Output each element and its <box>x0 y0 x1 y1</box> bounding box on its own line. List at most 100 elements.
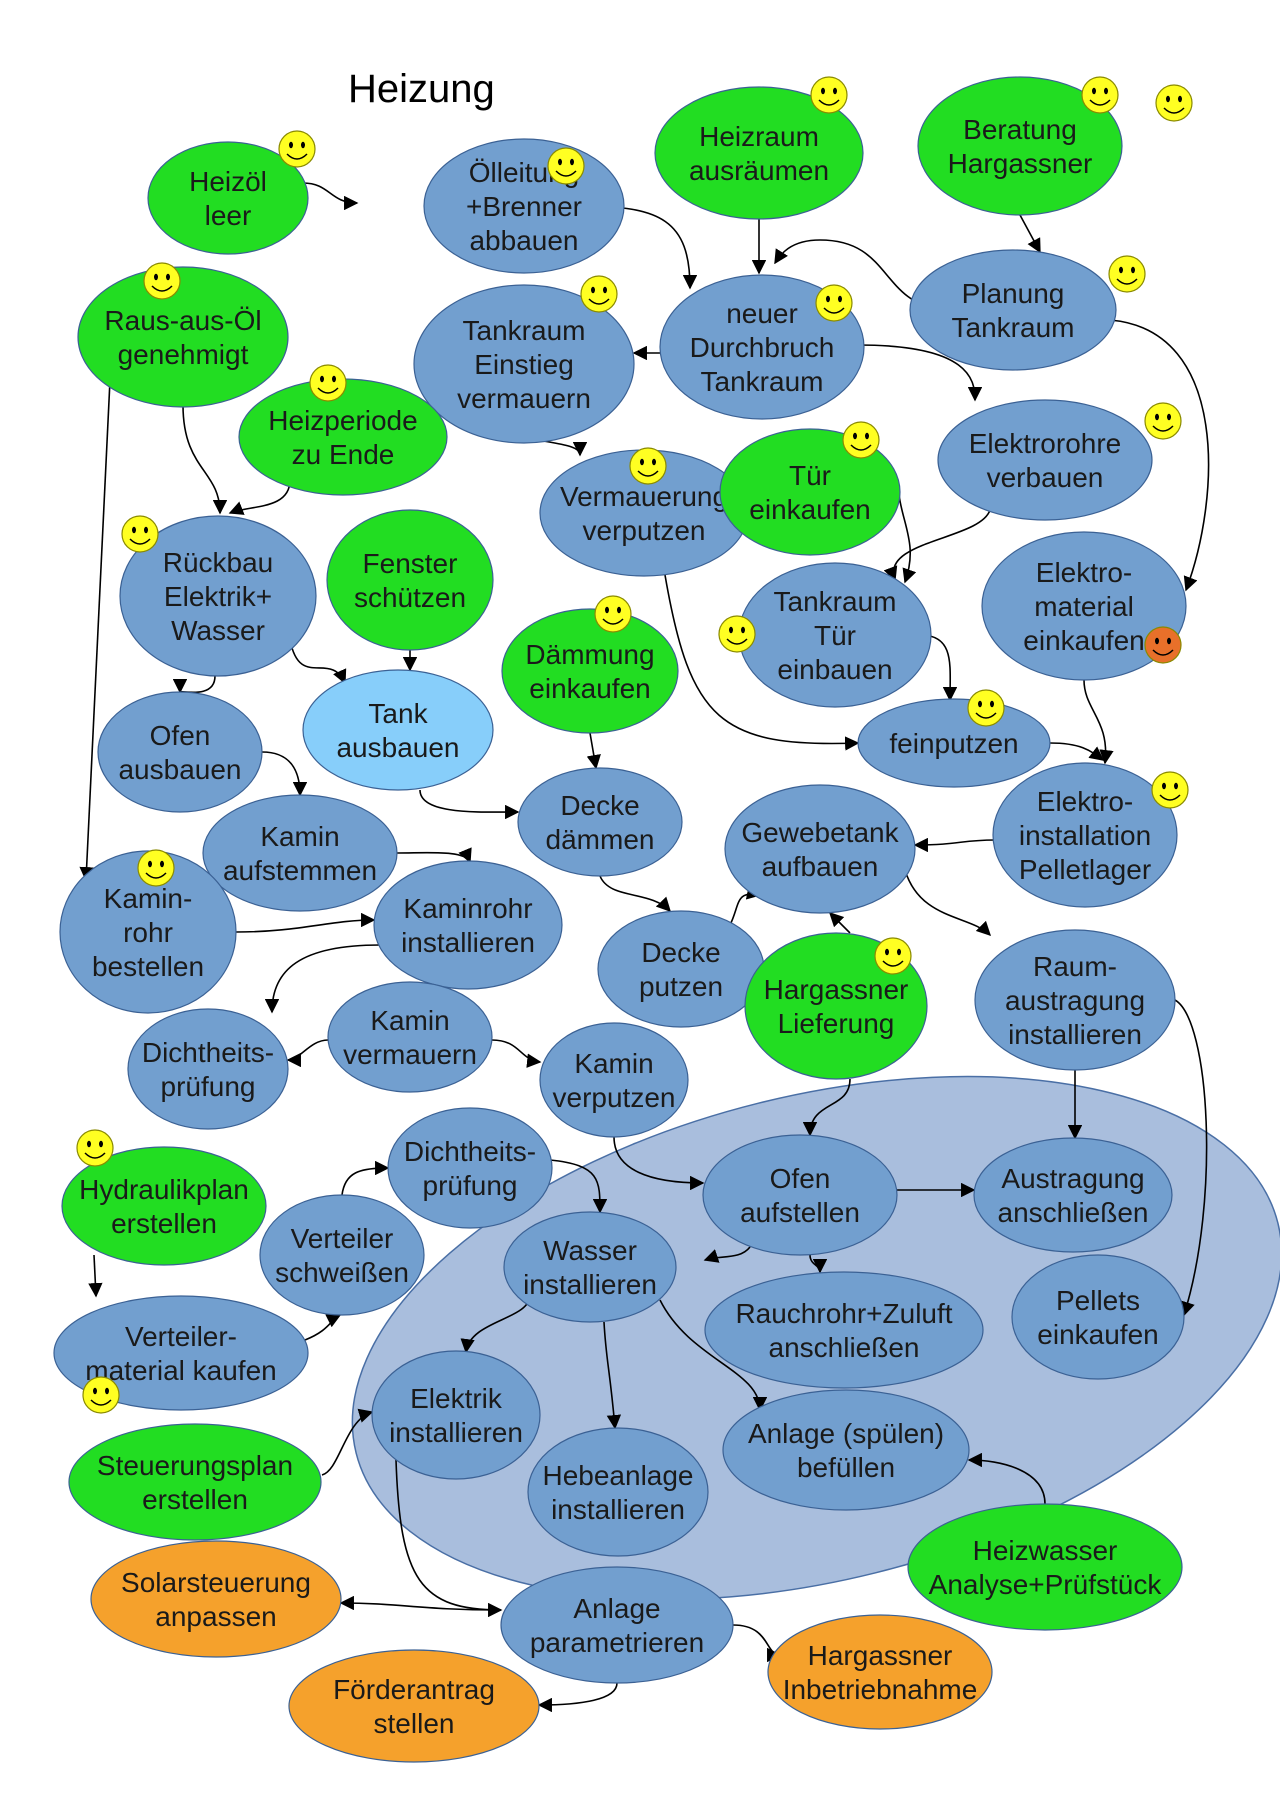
node-ellipse <box>973 1137 1173 1253</box>
node-ellipse <box>767 1614 993 1730</box>
node-label: Raus-aus-Öl <box>104 305 261 336</box>
edge-verteilermaterial-to-verteiler_schweissen <box>304 1314 342 1341</box>
node-ellipse <box>373 860 563 990</box>
edge-vermauerung_verputzen-to-feinputzen <box>664 574 860 751</box>
node-label: Planung <box>962 278 1065 309</box>
edge-heizperiode-to-rueckbau <box>228 479 291 515</box>
node-ellipse <box>59 850 237 1014</box>
node-label: erstellen <box>142 1484 248 1515</box>
edge-dichtheit2-to-wasser_installieren <box>549 1159 608 1214</box>
node-ellipse <box>61 1146 267 1266</box>
node-label: Kamin <box>574 1048 653 1079</box>
node-label: Tankraum <box>952 312 1075 343</box>
node-ellipse <box>1011 1254 1185 1380</box>
smiley-icon <box>580 275 618 313</box>
node-label: Elektrorohre <box>969 428 1122 459</box>
node-label: Inbetriebnahme <box>783 1674 978 1705</box>
node-ellipse <box>503 1211 677 1323</box>
edge-planung-to-durchbruch <box>774 239 941 311</box>
node-label: ausbauen <box>336 732 459 763</box>
node-ellipse <box>907 1503 1183 1631</box>
node-label: prüfung <box>423 1170 518 1201</box>
edge-ofen_aufstellen-to-rauchrohr <box>809 1254 828 1274</box>
node-label: rohr <box>123 917 173 948</box>
smiley-icon <box>629 447 667 485</box>
edge-decke_putzen-to-gewebetank <box>729 885 762 926</box>
smiley-icon <box>874 937 912 975</box>
node-label: Hargassner <box>808 1640 953 1671</box>
node-feinputzen: feinputzen <box>857 698 1051 788</box>
node-label: Kamin <box>260 821 339 852</box>
node-label: Heizöl <box>189 166 267 197</box>
edge-feinputzen-to-elektroinstallation <box>1049 742 1105 761</box>
smiley-icon <box>121 515 159 553</box>
node-ellipse <box>500 1566 734 1684</box>
node-label: ausbauen <box>118 754 241 785</box>
smiley-icon <box>143 262 181 300</box>
node-label: einkaufen <box>1037 1319 1158 1350</box>
node-ellipse <box>719 428 901 556</box>
node-label: Elektro- <box>1036 557 1132 588</box>
smiley-icon <box>76 1129 114 1167</box>
edge-kamin_aufstemmen-to-kaminrohr_installieren <box>396 847 472 864</box>
node-ellipse <box>654 86 864 220</box>
node-ellipse <box>53 1295 309 1411</box>
node-label: Elektro- <box>1037 786 1133 817</box>
node-ellipse <box>517 767 683 877</box>
node-label: Verteiler <box>291 1223 394 1254</box>
node-label: Verteiler- <box>125 1321 237 1352</box>
node-label: Wasser <box>171 615 265 646</box>
node-verteilermaterial: Verteiler-material kaufen <box>53 1295 309 1411</box>
node-label: Austragung <box>1001 1163 1144 1194</box>
node-label: aufstemmen <box>223 855 377 886</box>
edge-tank_ausbauen-to-decke_daemmen <box>419 789 520 820</box>
node-label: Ofen <box>150 720 211 751</box>
edge-heizwasser-to-anlage_befuellen <box>967 1452 1046 1505</box>
node-ellipse <box>597 910 765 1028</box>
node-label: material kaufen <box>85 1355 276 1386</box>
node-label: Decke <box>641 937 720 968</box>
node-label: Durchbruch <box>690 332 835 363</box>
node-label: Ofen <box>770 1163 831 1194</box>
edge-durchbruch-to-elektrorohre <box>857 344 983 402</box>
node-ellipse <box>147 141 309 255</box>
node-label: Heizraum <box>699 121 819 152</box>
node-label: Elektrik+ <box>164 581 272 612</box>
node-label: Tankraum <box>774 586 897 617</box>
node-label: feinputzen <box>889 728 1018 759</box>
node-label: Kaminrohr <box>403 893 532 924</box>
node-label: Lieferung <box>778 1008 895 1039</box>
node-label: Decke <box>560 790 639 821</box>
node-label: Vermauerung <box>560 481 728 512</box>
node-ellipse <box>371 1350 541 1480</box>
node-label: installieren <box>551 1494 685 1525</box>
node-label: schweißen <box>275 1257 409 1288</box>
edge-kamin_vermauern-to-kamin_verputzen <box>491 1039 542 1068</box>
node-ellipse <box>857 698 1051 788</box>
node-label: Pellets <box>1056 1285 1140 1316</box>
node-label: verputzen <box>583 515 706 546</box>
smiley-icon <box>309 364 347 402</box>
node-label: zu Ende <box>292 439 395 470</box>
edge-gewebetank-to-raumaustragung <box>904 869 992 937</box>
node-label: neuer <box>726 298 798 329</box>
node-label: erstellen <box>111 1208 217 1239</box>
node-label: Heizperiode <box>268 405 417 436</box>
